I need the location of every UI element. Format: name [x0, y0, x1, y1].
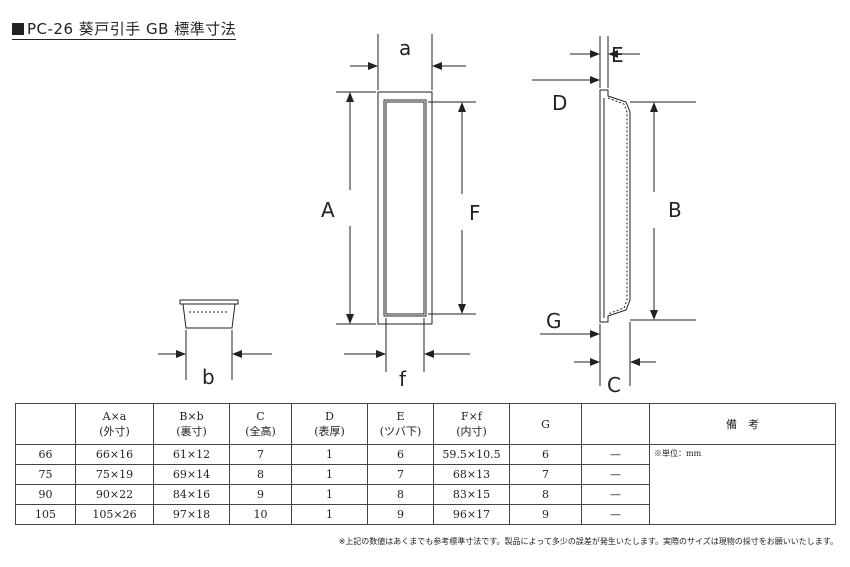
- header-Fxf: F×f(内寸): [433, 403, 510, 445]
- table-cell: 8: [367, 484, 434, 505]
- table-cell: 9: [509, 504, 582, 525]
- header-Axa: A×a(外寸): [75, 403, 154, 445]
- table-cell: 75×19: [75, 464, 154, 485]
- table-cell: 9: [229, 484, 292, 505]
- page-title: PC-26 葵戸引手 GB 標準寸法: [12, 20, 237, 40]
- table-cell: 75: [15, 464, 76, 485]
- front-view-plate: [377, 91, 433, 325]
- table-cell: 9: [367, 504, 434, 525]
- header-size: [15, 403, 76, 445]
- header-remarks: 備 考: [649, 403, 836, 445]
- table-cell: 61×12: [153, 444, 230, 465]
- table-cell: 10: [229, 504, 292, 525]
- label-b: b: [202, 365, 215, 389]
- label-E: E: [611, 43, 624, 67]
- header-E: E(ツバ下): [367, 403, 434, 445]
- label-A: A: [321, 198, 335, 222]
- technical-drawing: a A F f b E D B G C: [158, 34, 696, 397]
- table-cell: 1: [291, 464, 368, 485]
- table-cell: 90: [15, 484, 76, 505]
- label-B: B: [668, 198, 682, 222]
- table-cell: 68×13: [433, 464, 510, 485]
- table-cell: 96×17: [433, 504, 510, 525]
- table-cell: 83×15: [433, 484, 510, 505]
- table-cell: 7: [509, 464, 582, 485]
- label-G: G: [546, 309, 562, 333]
- title-square-icon: [12, 23, 24, 35]
- table-header-row: A×a(外寸) B×b(裏寸) C(全高) D(表厚) E(ツバ下) F×f(内…: [15, 403, 836, 445]
- table-cell: 90×22: [75, 484, 154, 505]
- label-a: a: [399, 36, 411, 60]
- header-blank: [581, 403, 650, 445]
- table-cell: 7: [229, 444, 292, 465]
- table-cell: 97×18: [153, 504, 230, 525]
- end-view-profile: [179, 299, 239, 329]
- table-cell: 84×16: [153, 484, 230, 505]
- table-cell: 105×26: [75, 504, 154, 525]
- table-cell: 66: [15, 444, 76, 465]
- label-C: C: [607, 373, 621, 397]
- footnote: ※上記の数値はあくまでも参考標準寸法です。製品によって多少の誤差が発生いたします…: [338, 537, 838, 546]
- table-cell: 66×16: [75, 444, 154, 465]
- table-cell: 8: [229, 464, 292, 485]
- side-view-profile: [599, 89, 631, 323]
- table-cell: 69×14: [153, 464, 230, 485]
- header-D: D(表厚): [291, 403, 368, 445]
- title-text: PC-26 葵戸引手 GB 標準寸法: [27, 20, 237, 38]
- table-cell: —: [581, 504, 650, 525]
- table-cell: 8: [509, 484, 582, 505]
- header-Bxb: B×b(裏寸): [153, 403, 230, 445]
- header-C: C(全高): [229, 403, 292, 445]
- remarks-cell: ※単位：mm: [649, 444, 836, 525]
- table-cell: 6: [367, 444, 434, 465]
- table-cell: 1: [291, 444, 368, 465]
- label-f: f: [399, 367, 407, 391]
- table-cell: 6: [509, 444, 582, 465]
- table-cell: 1: [291, 484, 368, 505]
- header-G: G: [509, 403, 582, 445]
- table-cell: —: [581, 444, 650, 465]
- table-cell: —: [581, 484, 650, 505]
- label-F: F: [469, 201, 481, 225]
- table-cell: 59.5×10.5: [433, 444, 510, 465]
- table-cell: 105: [15, 504, 76, 525]
- dimension-table: A×a(外寸) B×b(裏寸) C(全高) D(表厚) E(ツバ下) F×f(内…: [15, 403, 836, 525]
- table-cell: 1: [291, 504, 368, 525]
- table-cell: —: [581, 464, 650, 485]
- table-cell: 7: [367, 464, 434, 485]
- label-D: D: [552, 91, 567, 115]
